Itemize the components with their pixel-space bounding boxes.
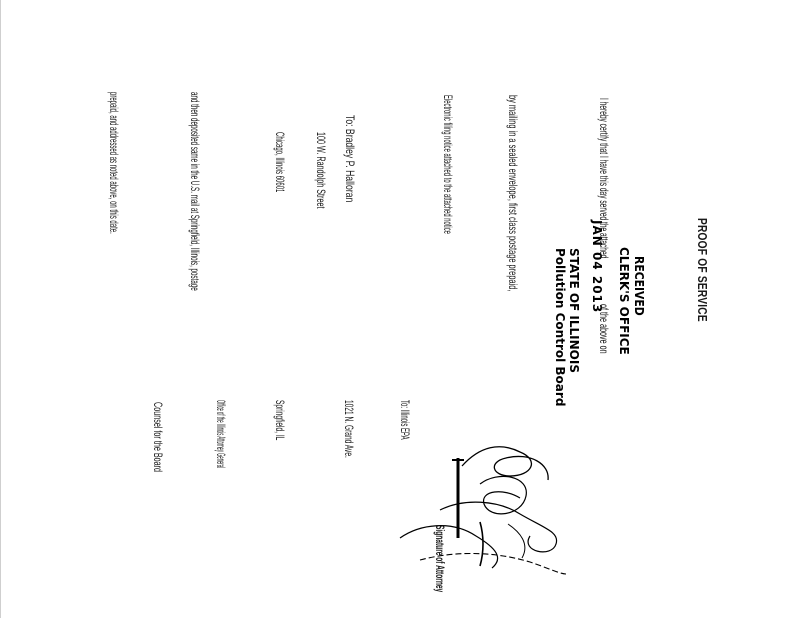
handwritten-signature: [399, 446, 567, 575]
address-to: To: Bradley P. Halloran: [343, 115, 357, 203]
received-stamp-header: RECEIVED: [632, 256, 646, 316]
address-street: 100 W. Randolph Street: [314, 132, 328, 209]
right-col-item: Counsel for the Board: [151, 402, 165, 473]
right-col-item: 1021 N. Grand Ave.: [342, 400, 356, 458]
address-city: Chicago, Illinois 60601: [273, 132, 287, 193]
intro-tail: of the above on: [597, 304, 611, 354]
deposit-line: and then deposited same in the U.S. mail…: [188, 92, 202, 291]
right-col-item: To: Illinois EPA: [398, 400, 412, 440]
received-stamp-office: CLERK'S OFFICE: [617, 247, 631, 355]
notice-line: Electronic filing notice attached to the…: [441, 95, 455, 234]
deposit-tail: prepaid, and addressed as noted above, o…: [107, 92, 121, 234]
document-title: PROOF OF SERVICE: [695, 218, 710, 322]
intro-line: I hereby certify that I have this day se…: [597, 98, 611, 259]
right-col-item: Office of the Illinois Attorney General: [214, 400, 228, 469]
received-stamp-state: STATE OF ILLINOIS: [567, 248, 581, 373]
received-stamp-board: Pollution Control Board: [553, 248, 567, 407]
served-line: by mailing in a sealed envelope, first c…: [506, 95, 520, 292]
page-edge: [0, 0, 1, 618]
right-col-item: Springfield, IL: [273, 400, 287, 441]
